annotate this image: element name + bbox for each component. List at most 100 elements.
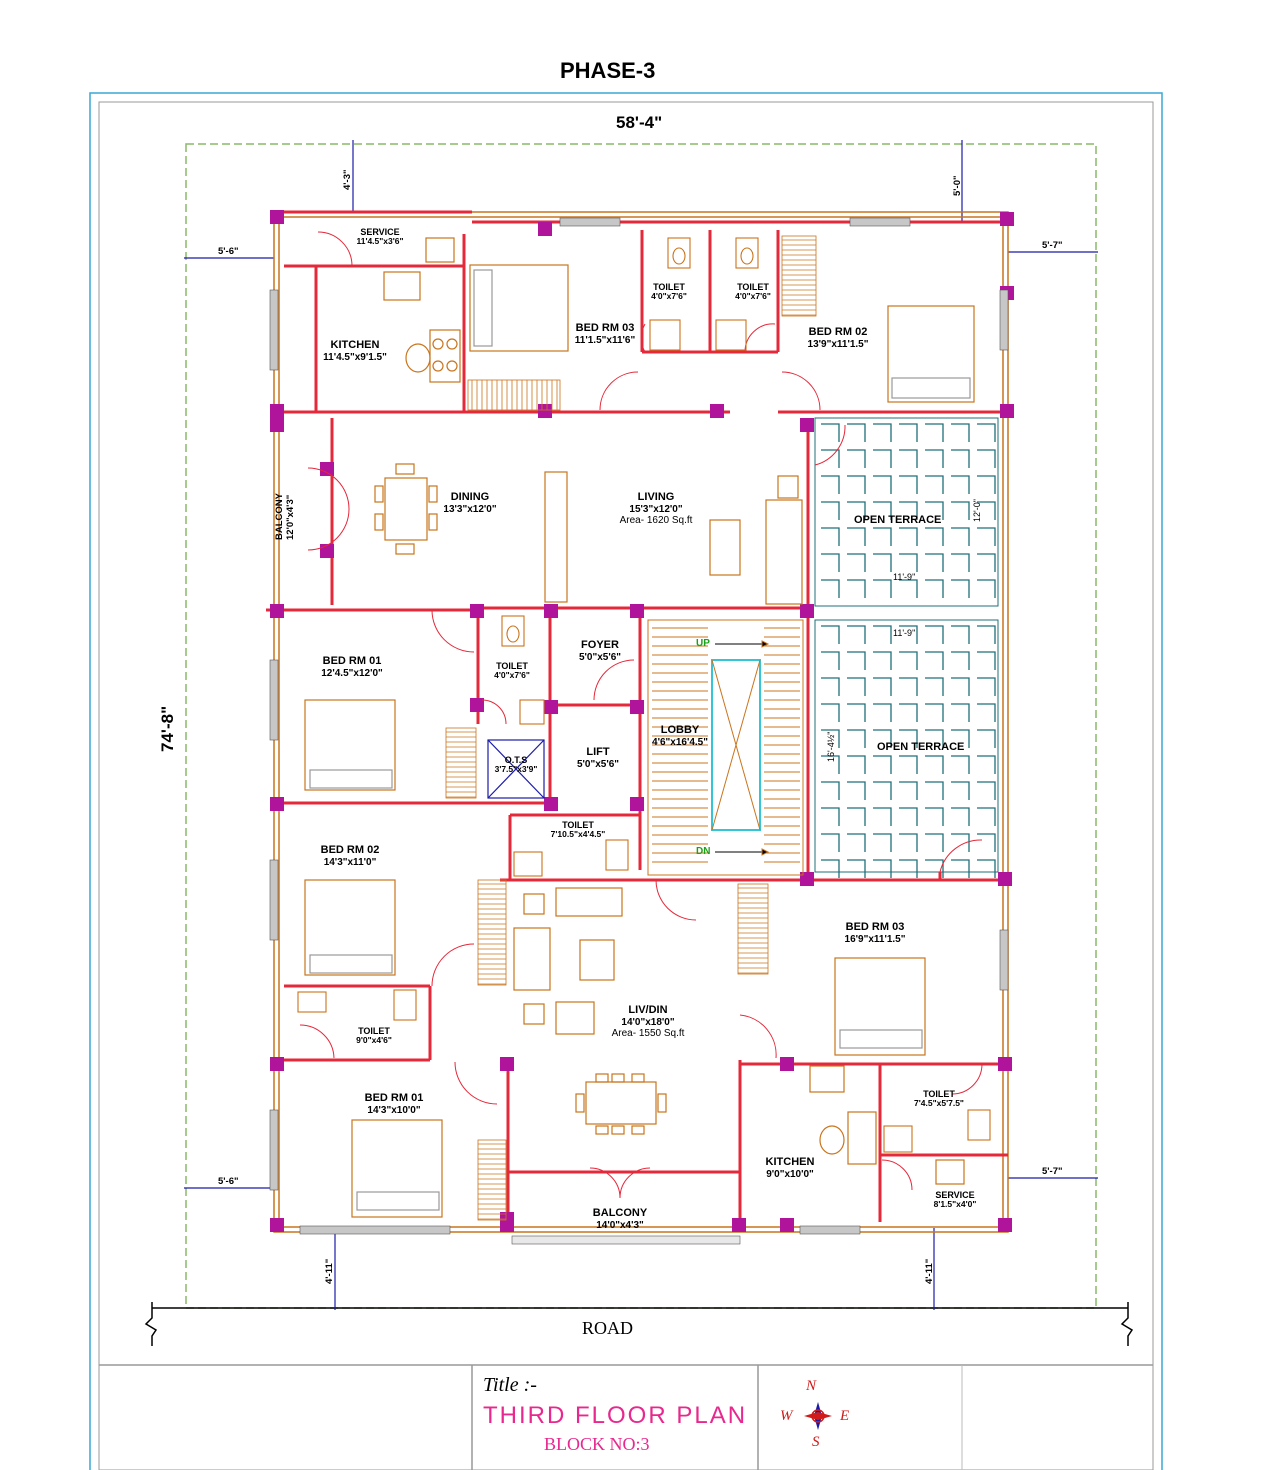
terrace-bottom-width: 11'-9": [893, 628, 916, 638]
column: [500, 1057, 514, 1071]
setback-top-right: 5'-0": [952, 175, 963, 197]
windows: [269, 217, 1009, 1245]
setback-top-left: 4'-3": [342, 169, 353, 191]
column: [630, 604, 644, 618]
column: [800, 604, 814, 618]
column: [800, 872, 814, 886]
column: [780, 1057, 794, 1071]
setback-left-top: 5'-6": [218, 246, 239, 257]
beds: [304, 264, 975, 1218]
column: [270, 604, 284, 618]
terrace-top-width: 11'-9": [893, 572, 916, 582]
drawing-title: THIRD FLOOR PLAN: [483, 1402, 748, 1429]
stair-up-label: UP: [696, 638, 710, 649]
wardrobe-hatches: [445, 235, 817, 1221]
column: [538, 404, 552, 418]
road-label: ROAD: [582, 1318, 634, 1338]
column: [320, 544, 334, 558]
setback-bottom-left: 4'-11": [324, 1258, 335, 1284]
open-terrace-top-label: OPEN TERRACE: [854, 514, 942, 526]
terrace-top-depth: 12'-0": [972, 499, 982, 522]
compass-rose-icon: [804, 1402, 832, 1430]
stair-down-label: DN: [696, 846, 711, 857]
columns: [270, 210, 1014, 1232]
sofa-set: [513, 471, 803, 1035]
column: [630, 700, 644, 714]
sheet-border: [89, 92, 1163, 1470]
title-label: Title :-: [483, 1374, 537, 1396]
terrace-bottom-depth: 16'-4½": [826, 731, 836, 762]
column: [998, 872, 1012, 886]
setback-dimension-lines: [184, 140, 1098, 1310]
kitchen-fixtures: [383, 237, 965, 1185]
column: [1000, 404, 1014, 418]
block-number: BLOCK NO:3: [544, 1434, 650, 1454]
column: [710, 404, 724, 418]
column: [270, 1057, 284, 1071]
road-line: [144, 1302, 1134, 1346]
open-terrace-bottom: [814, 619, 999, 878]
overall-width-dimension: 58'-4": [616, 113, 663, 132]
dining-tables: [374, 463, 741, 1135]
column: [470, 698, 484, 712]
plot-boundary: [185, 143, 1097, 1309]
column: [270, 418, 284, 432]
column: [780, 1218, 794, 1232]
compass: N W E S: [778, 1378, 858, 1458]
column: [538, 222, 552, 236]
column: [270, 1218, 284, 1232]
compass-e: E: [840, 1408, 850, 1424]
ots-shaft: [487, 739, 545, 799]
setback-right-top: 5'-7": [1042, 240, 1063, 251]
column: [544, 604, 558, 618]
column: [1000, 212, 1014, 226]
setback-left-bottom: 5'-6": [218, 1176, 239, 1187]
compass-s: S: [812, 1434, 820, 1450]
column: [544, 700, 558, 714]
column: [270, 404, 284, 418]
compass-w: W: [780, 1408, 793, 1424]
column: [998, 1057, 1012, 1071]
doors: [299, 231, 983, 1199]
column: [270, 210, 284, 224]
column: [500, 1212, 514, 1226]
column: [998, 1218, 1012, 1232]
column: [470, 604, 484, 618]
toilet-fixtures: [297, 237, 991, 1153]
stair: [647, 619, 804, 876]
column: [320, 462, 334, 476]
phase-title: PHASE-3: [560, 58, 656, 83]
column: [630, 797, 644, 811]
setback-bottom-right: 4'-11": [924, 1258, 935, 1284]
column: [800, 418, 814, 432]
compass-n: N: [806, 1378, 817, 1394]
open-terrace-top: [814, 417, 999, 607]
open-terrace-bottom-label: OPEN TERRACE: [877, 741, 965, 753]
setback-right-bottom: 5'-7": [1042, 1166, 1063, 1177]
